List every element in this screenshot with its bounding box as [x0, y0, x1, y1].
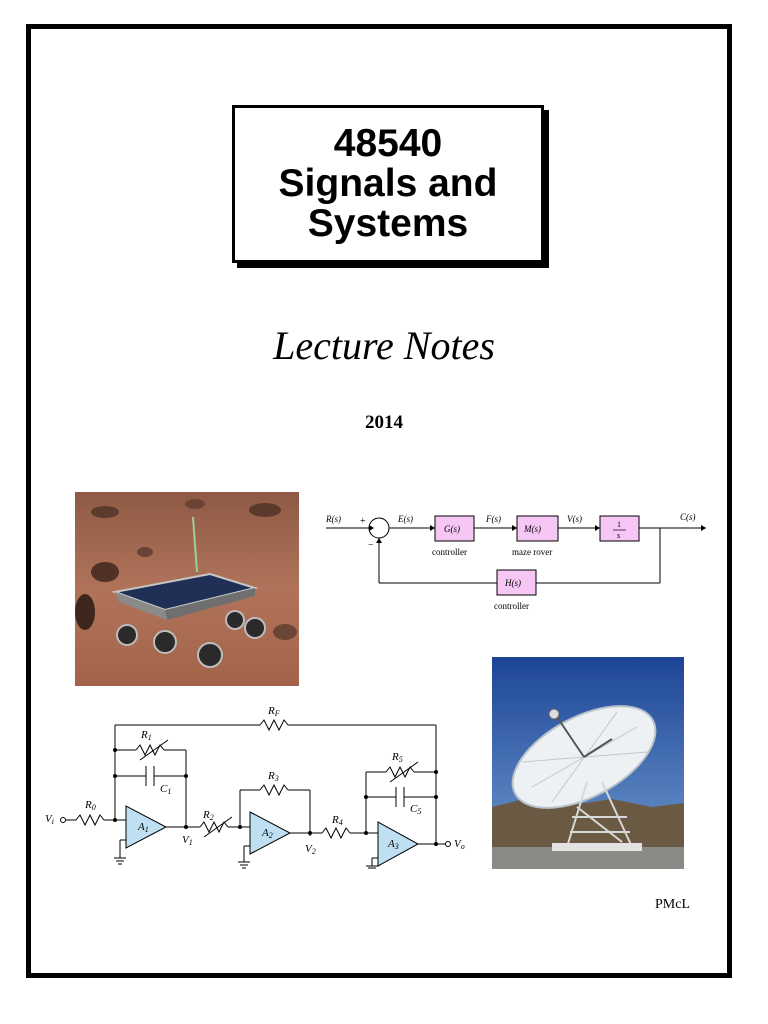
label-error: E(s) — [397, 514, 413, 524]
label-r4: R4 — [331, 814, 343, 827]
label-a1: A1 — [137, 821, 149, 834]
label-c5: C5 — [410, 803, 421, 816]
plus-sign: + — [360, 516, 366, 527]
label-r1: R1 — [140, 729, 152, 742]
label-c1: C1 — [160, 783, 171, 796]
course-number: 48540 — [333, 122, 443, 165]
label-r5: R5 — [391, 751, 403, 764]
integrator-block — [599, 515, 640, 542]
label-rf: RF — [267, 705, 280, 718]
label-v1: V1 — [182, 834, 193, 847]
label-feedback-block: H(s) — [504, 578, 521, 588]
integrator-numerator: 1 — [617, 520, 621, 529]
label-controller-block: G(s) — [444, 524, 460, 534]
author-initials: PMcL — [655, 897, 690, 912]
minus-sign: − — [368, 540, 374, 551]
feedback-block — [496, 569, 537, 596]
label-vo: Vo — [454, 838, 465, 851]
block-diagram: R(s) + − E(s) G(s) controller F(s) M(s) … — [325, 512, 706, 611]
opamp-circuit: RF R1 C1 R0 Vi A1 V1 R2 R3 A2 V2 R4 R5 C… — [45, 705, 465, 869]
label-input: R(s) — [325, 514, 341, 524]
radio-telescope-image — [492, 657, 684, 869]
label-velocity: V(s) — [567, 514, 582, 524]
mars-rover-image — [75, 492, 299, 686]
title-box: 48540 Signals and Systems — [232, 105, 544, 263]
subtitle: Lecture Notes — [273, 323, 495, 368]
course-title-line2: Systems — [307, 202, 469, 245]
label-r3: R3 — [267, 770, 279, 783]
label-r0: R0 — [84, 799, 96, 812]
integrator-denominator: s — [617, 531, 620, 540]
course-title-line1: Signals and — [278, 162, 498, 205]
controller-block — [434, 515, 475, 542]
label-a2: A2 — [261, 827, 273, 840]
caption-feedback-controller: controller — [494, 601, 529, 611]
label-r2: R2 — [202, 809, 214, 822]
label-a3: A3 — [387, 838, 399, 851]
label-vi: Vi — [45, 813, 54, 826]
label-output: C(s) — [680, 512, 696, 522]
page-frame — [26, 24, 732, 978]
label-v2: V2 — [305, 843, 316, 856]
label-plant-block: M(s) — [523, 524, 541, 534]
label-force: F(s) — [485, 514, 501, 524]
year: 2014 — [365, 412, 403, 433]
caption-maze-rover: maze rover — [512, 547, 552, 557]
caption-controller: controller — [432, 547, 467, 557]
plant-block — [516, 515, 559, 542]
